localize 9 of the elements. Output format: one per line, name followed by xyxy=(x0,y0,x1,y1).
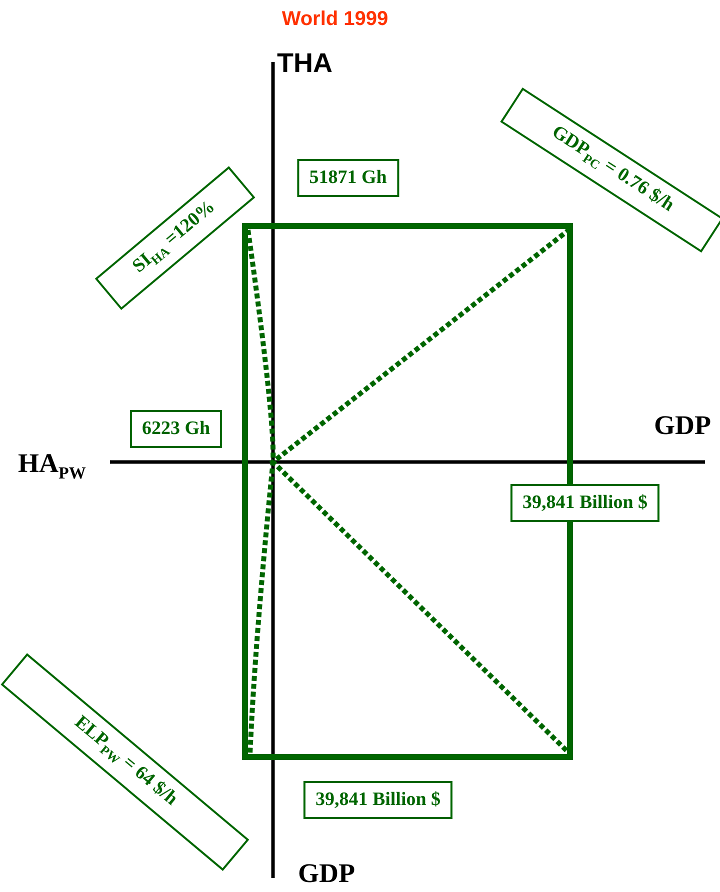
value-box: 6223 Gh xyxy=(130,410,222,448)
axis-label: HA$_{PW}$ xyxy=(18,448,86,484)
axis-label: GDP xyxy=(654,410,711,441)
value-box: 39,841 Billion $ xyxy=(510,484,660,522)
value-box: 51871 Gh xyxy=(297,159,399,197)
value-box: 39,841 Billion $ xyxy=(303,781,453,819)
axis-label: THA xyxy=(277,48,332,79)
axis-label: GDP xyxy=(298,858,355,889)
chart-title: World 1999 xyxy=(280,8,390,31)
